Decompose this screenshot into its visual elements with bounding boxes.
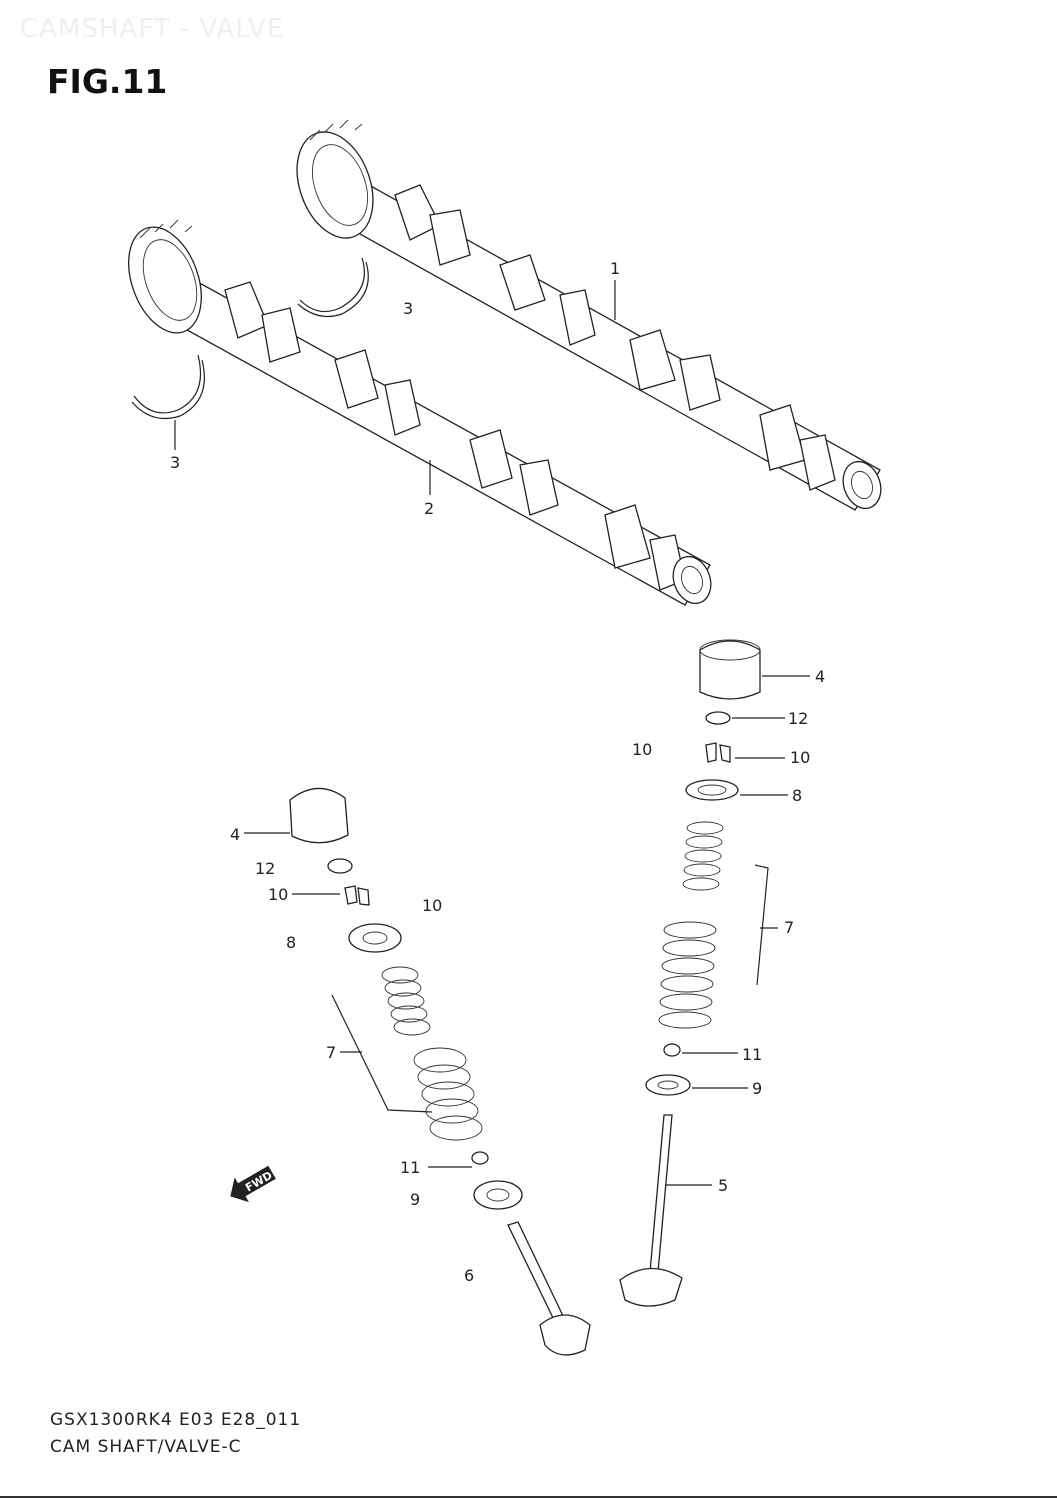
callout-5: 5 (718, 1176, 728, 1195)
callout-10-right-b: 10 (790, 748, 810, 767)
callout-12-right: 12 (788, 709, 808, 728)
callout-3-lower: 3 (170, 453, 180, 472)
callout-9-left: 9 (410, 1190, 420, 1209)
camshaft-2 (128, 219, 712, 606)
callout-7-right: 7 (784, 918, 794, 937)
callout-10-left-b: 10 (422, 896, 442, 915)
forward-direction-indicator: FWD (230, 1165, 276, 1203)
camshaft-1 (296, 119, 882, 511)
callout-11-left: 11 (400, 1158, 420, 1177)
callout-12-left: 12 (255, 859, 275, 878)
camshaft-clip-upper (297, 257, 369, 317)
callout-labels: 1 2 3 3 4 12 10 10 8 7 11 9 5 4 12 10 10… (170, 259, 825, 1285)
callout-4-left: 4 (230, 825, 240, 844)
camshaft-clip-lower (131, 354, 205, 450)
bottom-border (0, 1496, 1057, 1498)
footer-model-code: GSX1300RK4 E03 E28_011 (50, 1410, 302, 1430)
footer-description: CAM SHAFT/VALVE-C (50, 1437, 242, 1457)
callout-9-right: 9 (752, 1079, 762, 1098)
right-valve-assembly (619, 639, 810, 1307)
callout-3-upper: 3 (403, 299, 413, 318)
callout-2: 2 (424, 499, 434, 518)
callout-11-right: 11 (742, 1045, 762, 1064)
left-valve-assembly (244, 787, 591, 1356)
callout-7-left: 7 (326, 1043, 336, 1062)
callout-8-right: 8 (792, 786, 802, 805)
callout-8-left: 8 (286, 933, 296, 952)
callout-10-right-a: 10 (632, 740, 652, 759)
figure-title: FIG.11 (47, 62, 168, 101)
callout-6: 6 (464, 1266, 474, 1285)
callout-4-right: 4 (815, 667, 825, 686)
section-watermark: CAMSHAFT - VALVE (20, 14, 285, 44)
callout-10-left-a: 10 (268, 885, 288, 904)
callout-1: 1 (610, 259, 620, 278)
